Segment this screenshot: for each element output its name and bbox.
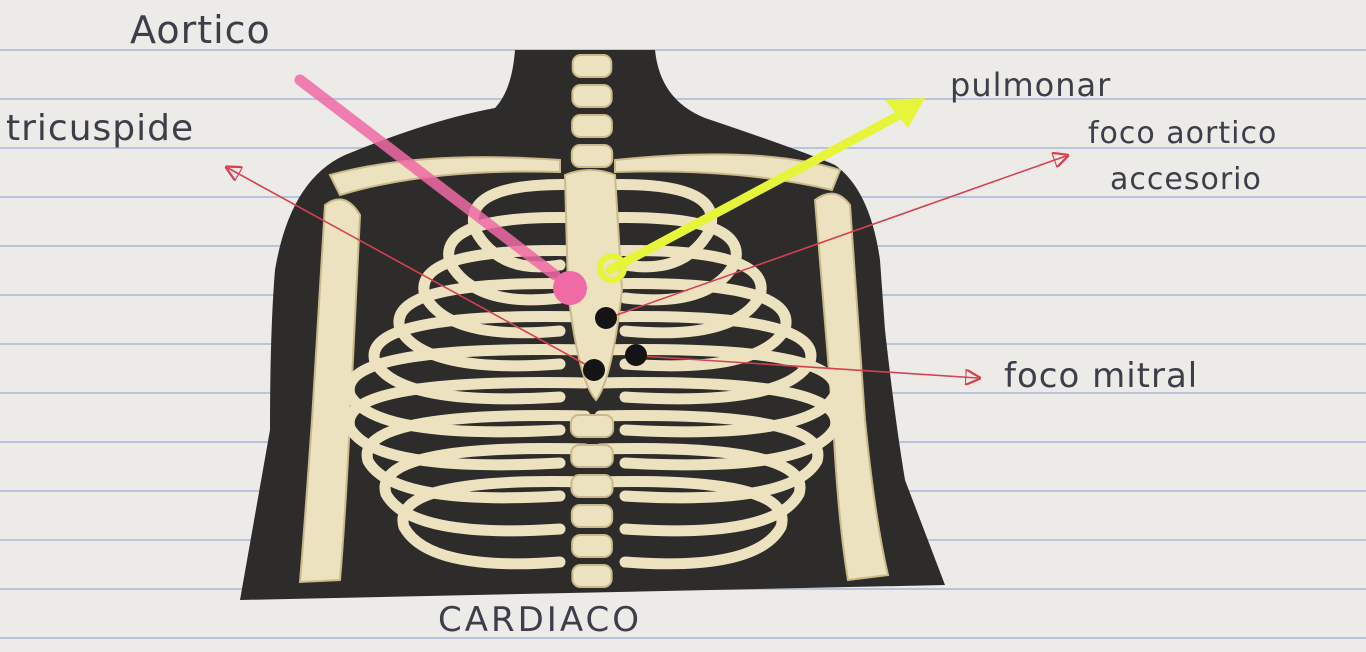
label-aortico: Aortico xyxy=(130,8,271,52)
aortico-focus-dot xyxy=(553,271,587,305)
vertebra xyxy=(572,145,612,167)
vertebra xyxy=(573,55,612,77)
vertebra xyxy=(572,475,613,497)
label-foco-mitral: foco mitral xyxy=(1004,356,1198,396)
label-cardiaco: CARDIACO xyxy=(438,600,642,640)
label-pulmonar: pulmonar xyxy=(950,66,1111,104)
vertebra xyxy=(571,415,613,437)
vertebra xyxy=(572,565,611,587)
vertebra xyxy=(572,535,612,557)
label-foco-aortico-line2: accesorio xyxy=(1110,162,1262,197)
tricuspid-focus-dot xyxy=(583,359,605,381)
accessory-aortic-focus-dot xyxy=(595,307,617,329)
mitral-focus-dot xyxy=(625,344,647,366)
vertebra xyxy=(571,445,613,467)
vertebra xyxy=(572,505,612,527)
label-tricuspide: tricuspide xyxy=(6,108,194,149)
vertebra xyxy=(572,85,611,107)
vertebra xyxy=(572,115,612,137)
label-foco-aortico-line1: foco aortico xyxy=(1088,116,1277,151)
